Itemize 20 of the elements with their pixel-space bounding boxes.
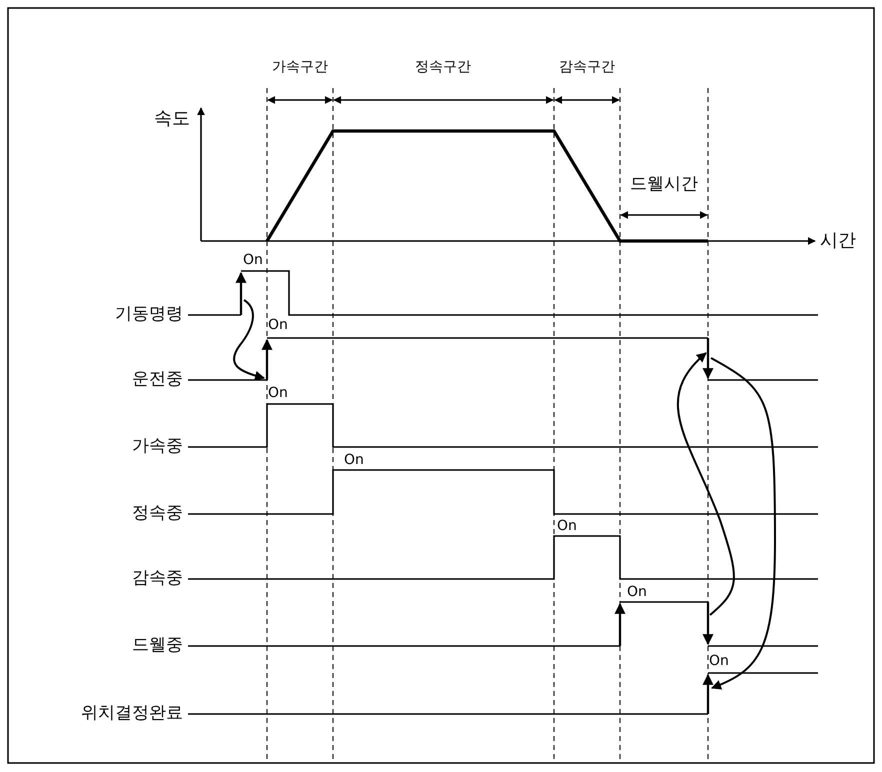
interval-label: 드웰시간 [630, 176, 698, 193]
signal-name: 가속중 [132, 438, 183, 455]
state-label: On [627, 585, 647, 599]
axis-label: 시간 [820, 232, 856, 250]
interval-label: 감속구간 [559, 60, 615, 74]
signal-name: 운전중 [132, 371, 183, 388]
axis-label: 속도 [154, 110, 190, 128]
state-label: On [344, 453, 364, 467]
signal-name: 기동명령 [115, 306, 183, 323]
state-label: On [243, 253, 263, 267]
interval-label: 가속구간 [272, 60, 328, 74]
signal-name: 드웰중 [132, 637, 183, 654]
state-label: On [709, 654, 729, 668]
state-label: On [268, 386, 288, 400]
signal-name: 위치결정완료 [81, 705, 183, 722]
signal-name: 정속중 [132, 505, 183, 522]
state-label: On [557, 519, 577, 533]
signal-name: 감속중 [132, 570, 183, 587]
state-label: On [268, 318, 288, 332]
interval-label: 정속구간 [415, 60, 471, 74]
